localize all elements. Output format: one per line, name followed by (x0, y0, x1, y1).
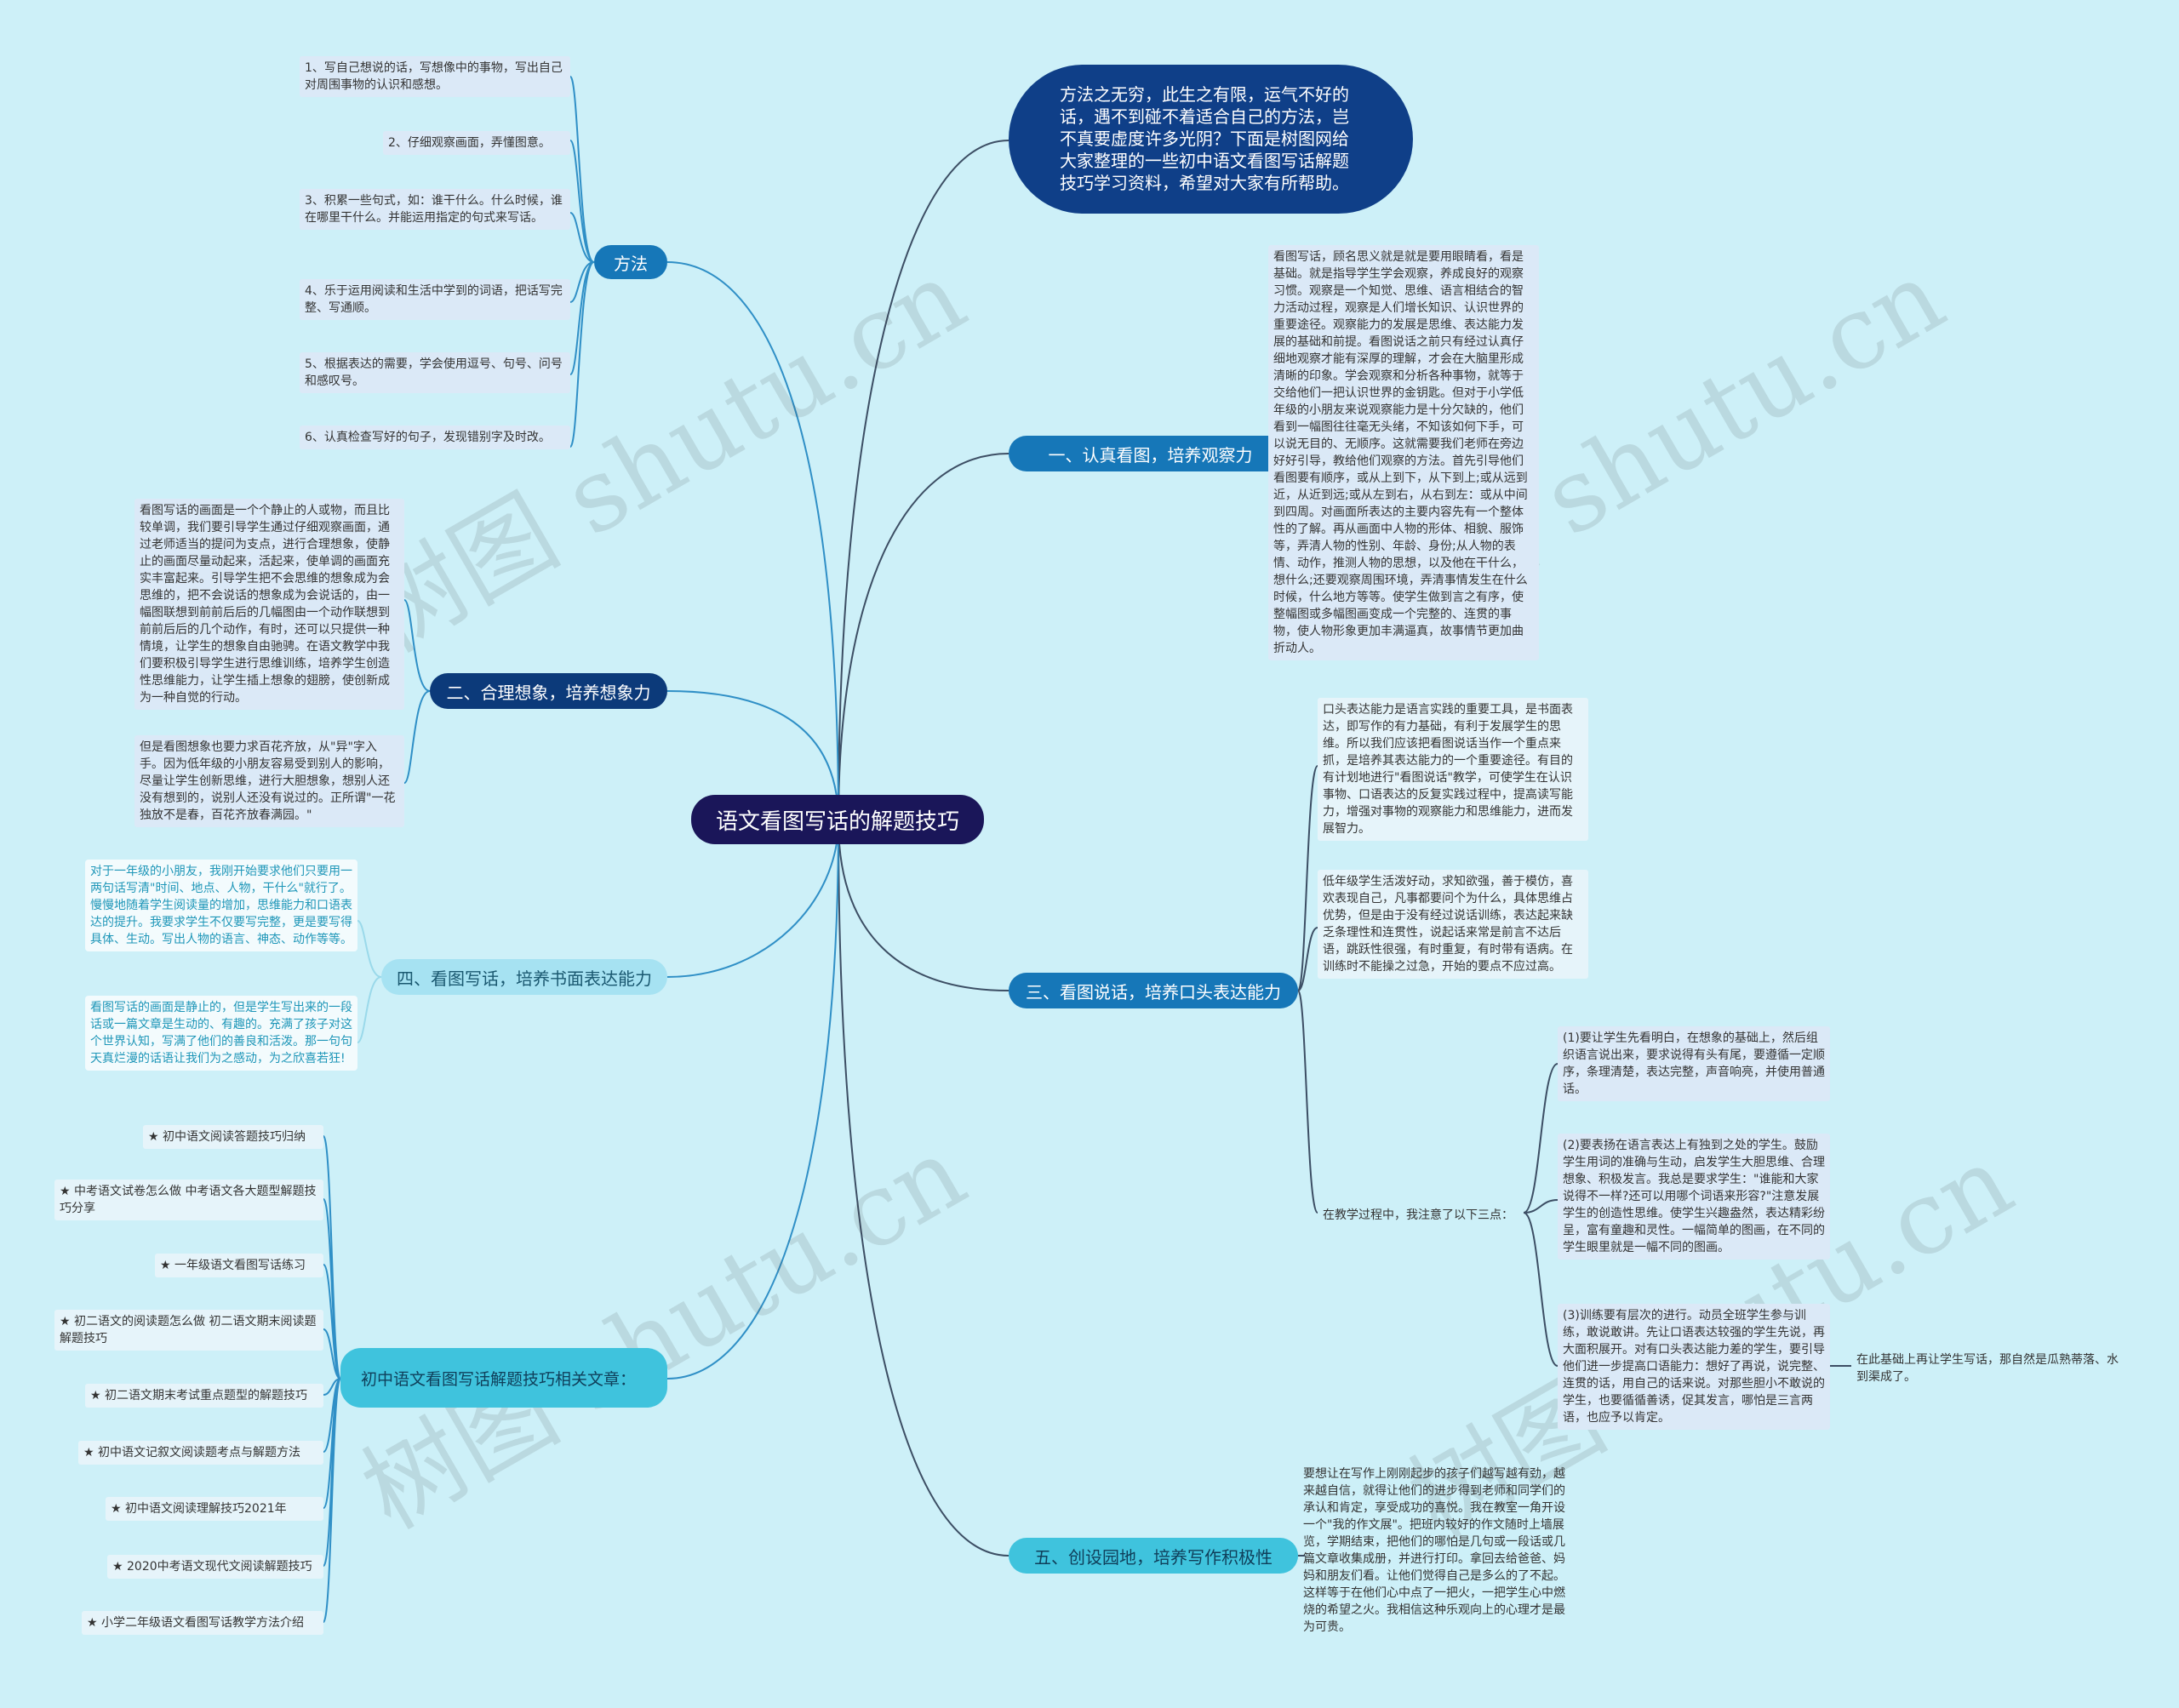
edge-root-sec2 (666, 690, 839, 822)
sec3-teaching-label: 在教学过程中，我注意了以下三点： (1323, 1208, 1513, 1222)
edge-root-sec4 (666, 820, 839, 978)
edge-root-sec1 (838, 453, 1009, 822)
edge-root-sec5 (838, 820, 1009, 1557)
method-item: 4、乐于运用阅读和生活中学到的词语，把话写完整、写通顺。 (300, 279, 570, 320)
edge-root-sec3 (838, 820, 1009, 991)
edge-root-related (666, 820, 839, 1380)
related-article-link[interactable]: ★ 一年级语文看图写话练习 (155, 1254, 323, 1277)
method-item: 5、根据表达的需要，学会使用逗号、句号、问号和感叹号。 (300, 352, 570, 393)
related-article-link[interactable]: ★ 小学二年级语文看图写话教学方法介绍 (82, 1611, 323, 1635)
branch-sec1[interactable]: 一、认真看图，培养观察力 (1009, 436, 1292, 471)
method-item: 2、仔细观察画面，弄懂图意。 (383, 131, 570, 155)
edge-related-items (323, 1135, 341, 1623)
sec3-text: 低年级学生活泼好动，求知欲强，善于模仿，喜欢表现自己，凡事都要问个为什么，具体思… (1318, 870, 1588, 979)
related-article-link[interactable]: ★ 2020中考语文现代文阅读解题技巧 (107, 1555, 323, 1579)
intro-bubble[interactable]: 方法之无穷，此生之有限，运气不好的话，遇不到碰不着适合自己的方法，岂不真要虚度许… (1009, 65, 1413, 214)
sec3-point: (2)要表扬在语言表达上有独到之处的学生。鼓励学生用词的准确与生动，启发学生大胆… (1558, 1134, 1830, 1260)
sec3-point: (1)要让学生先看明白，在想象的基础上，然后组织语言说出来，要求说得有头有尾，要… (1558, 1026, 1830, 1101)
edge-method-items (569, 76, 595, 448)
related-article-link[interactable]: ★ 初二语文期末考试重点题型的解题技巧 (85, 1384, 323, 1408)
related-article-link[interactable]: ★ 初中语文阅读理解技巧2021年 (106, 1497, 323, 1521)
edge-root-method (666, 261, 839, 822)
related-article-link[interactable]: ★ 中考语文试卷怎么做 中考语文各大题型解题技巧分享 (54, 1180, 323, 1220)
sec4-text: 对于一年级的小朋友，我刚开始要求他们只要用一两句话写清"时间、地点、人物，干什么… (85, 860, 357, 951)
related-article-link[interactable]: ★ 初中语文记叙文阅读题考点与解题方法 (78, 1441, 323, 1465)
sec3-text: 口头表达能力是语言实践的重要工具，是书面表达，即写作的有力基础，有利于发展学生的… (1318, 698, 1588, 841)
sec2-text: 看图写话的画面是一个个静止的人或物，而且比较单调，我们要引导学生通过仔细观察画面… (134, 499, 404, 710)
edge-sec3-items (1297, 765, 1318, 1214)
sec4-text: 看图写话的画面是静止的，但是学生写出来的一段话或一篇文章是生动的、有趣的。充满了… (85, 996, 357, 1071)
sec3-point: (3)训练要有层次的进行。动员全班学生参与训练，敢说敢讲。先让口语表达较强的学生… (1558, 1304, 1830, 1430)
related-article-link[interactable]: ★ 初中语文阅读答题技巧归纳 (143, 1125, 323, 1149)
branch-sec3[interactable]: 三、看图说话，培养口头表达能力 (1009, 973, 1298, 1008)
branch-related[interactable]: 初中语文看图写话解题技巧相关文章： (340, 1348, 667, 1408)
branch-sec4[interactable]: 四、看图写话，培养书面表达能力 (381, 959, 667, 995)
related-article-link[interactable]: ★ 初二语文的阅读题怎么做 初二语文期末阅读题解题技巧 (54, 1310, 323, 1351)
method-item: 6、认真检查写好的句子，发现错别字及时改。 (300, 426, 570, 449)
branch-sec2[interactable]: 二、合理想象，培养想象力 (430, 673, 667, 709)
branch-sec5[interactable]: 五、创设园地，培养写作积极性 (1009, 1538, 1298, 1574)
method-item: 1、写自己想说的话，写想像中的事物，写出自己对周围事物的认识和感想。 (300, 56, 570, 97)
branch-method[interactable]: 方法 (594, 245, 667, 279)
sec2-text: 但是看图想象也要力求百花齐放，从"异"字入手。因为低年级的小朋友容易受到别人的影… (134, 735, 404, 827)
edge-sec4-items (357, 920, 382, 1043)
edge-root-intro (838, 140, 1009, 822)
edge-sec3-points (1523, 1063, 1558, 1367)
method-item: 3、积累一些句式，如：谁干什么。什么时候，谁在哪里干什么。并能运用指定的句式来写… (300, 189, 570, 230)
sec3-extra: 在此基础上再让学生写话，那自然是瓜熟蒂落、水到渠成了。 (1856, 1353, 2119, 1384)
sec1-text: 看图写话，顾名思义就是就是要用眼睛看，看是基础。就是指导学生学会观察，养成良好的… (1268, 245, 1539, 660)
root-topic[interactable]: 语文看图写话的解题技巧 (691, 795, 984, 844)
edge-sec2-items (403, 599, 431, 784)
sec5-text: 要想让在写作上刚刚起步的孩子们越写越有劲，越来越自信，就得让他们的进步得到老师和… (1303, 1467, 1565, 1634)
